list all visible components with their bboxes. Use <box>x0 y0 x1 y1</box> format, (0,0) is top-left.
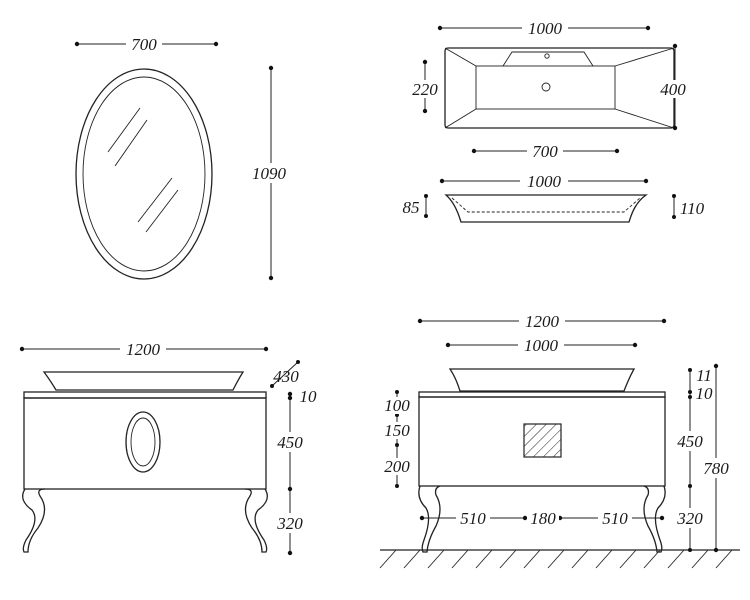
basin-top-view: 1000 400 220 700 <box>408 19 692 161</box>
side-legs-center-label: 180 <box>530 509 556 528</box>
countertop-side <box>418 391 666 398</box>
floor-hatch <box>379 549 733 569</box>
basin-inner-width-label: 700 <box>532 142 558 161</box>
mirror-width-label: 700 <box>131 35 157 54</box>
side-left-a-label: 100 <box>384 396 410 415</box>
cabinet-elevation-view: 1200 1000 100 150 200 11 10 450 320 780 <box>379 312 740 569</box>
mirror-frame-inner <box>82 76 206 272</box>
mirror-frame-outer <box>75 68 213 280</box>
countertop <box>23 391 267 399</box>
front-top-label: 10 <box>300 387 318 406</box>
faucet-hole <box>544 53 550 59</box>
cabinet-leg-right <box>244 488 268 553</box>
front-depth-label: 430 <box>273 367 299 386</box>
basin-side-width-label: 1000 <box>527 172 562 191</box>
cabinet-emblem <box>125 411 161 473</box>
mirror-reflection <box>137 177 173 223</box>
side-legs-left-label: 510 <box>460 509 486 528</box>
vessel-basin <box>42 371 245 391</box>
hatched-panel <box>523 423 562 458</box>
side-left-c-label: 200 <box>384 457 410 476</box>
mirror-reflection <box>107 107 141 153</box>
side-right-cabinet-label: 450 <box>677 432 703 451</box>
side-right-legs-label: 320 <box>676 509 703 528</box>
basin-height-left-label: 85 <box>403 198 420 217</box>
cabinet-leg-right-side <box>643 485 666 553</box>
side-total-height-label: 780 <box>703 459 729 478</box>
side-right-top-label: 11 <box>696 366 712 385</box>
vessel-basin-side <box>448 368 636 392</box>
mirror-reflection <box>114 119 148 167</box>
basin-profile <box>444 194 649 223</box>
side-basin-width-label: 1000 <box>524 336 559 355</box>
cabinet-body <box>23 397 267 490</box>
basin-bowl <box>475 65 616 110</box>
front-legs-label: 320 <box>276 514 303 533</box>
front-width-label: 1200 <box>126 340 161 359</box>
basin-depth-label: 400 <box>660 80 686 99</box>
mirror-view: 700 1090 <box>74 35 292 281</box>
basin-height-right-label: 110 <box>680 199 705 218</box>
front-cabinet-label: 450 <box>277 433 303 452</box>
basin-inner-depth-label: 220 <box>412 80 438 99</box>
side-right-slab-label: 10 <box>696 384 714 403</box>
mirror-height-label: 1090 <box>252 164 287 183</box>
cabinet-leg-left-side <box>418 485 441 553</box>
side-width-label: 1200 <box>525 312 560 331</box>
cabinet-leg-left <box>22 488 46 553</box>
mirror-reflection <box>145 189 179 233</box>
side-left-b-label: 150 <box>384 421 410 440</box>
basin-outer <box>444 47 675 129</box>
cabinet-body-side <box>418 396 666 487</box>
side-legs-right-label: 510 <box>602 509 628 528</box>
basin-width-label: 1000 <box>528 19 563 38</box>
drain-icon <box>541 82 551 92</box>
basin-side-view: 1000 85 110 <box>403 172 705 223</box>
cabinet-front-view: 1200 430 10 450 320 <box>19 340 318 556</box>
